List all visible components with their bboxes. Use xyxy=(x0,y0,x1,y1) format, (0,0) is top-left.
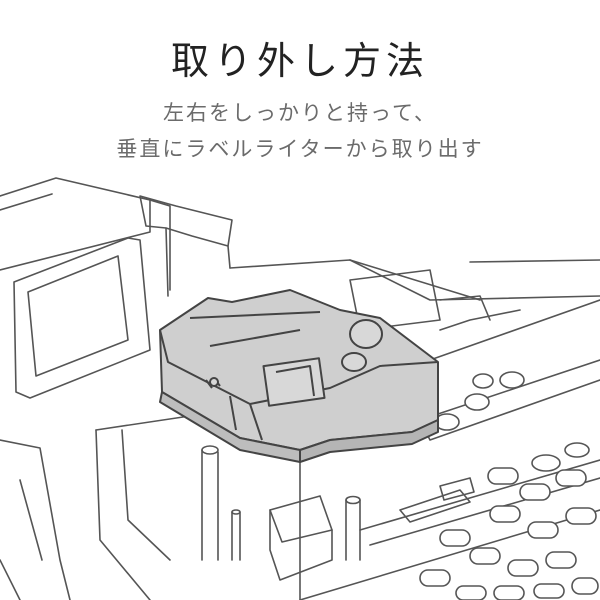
printer-body-outline xyxy=(0,177,151,271)
instruction-text: 左右をしっかりと持って、 垂直にラベルライターから取り出す xyxy=(0,95,600,167)
spool-post xyxy=(201,449,219,561)
instruction-line-2: 垂直にラベルライターから取り出す xyxy=(116,137,484,161)
lid-tab xyxy=(139,195,233,247)
tape-cartridge xyxy=(159,289,439,463)
keyboard-keys xyxy=(419,371,599,600)
page-title: 取り外し方法 xyxy=(170,39,429,83)
lid-frame xyxy=(13,237,151,399)
instruction-line-1: 左右をしっかりと持って、 xyxy=(163,101,437,125)
keyboard-panel xyxy=(419,359,600,421)
